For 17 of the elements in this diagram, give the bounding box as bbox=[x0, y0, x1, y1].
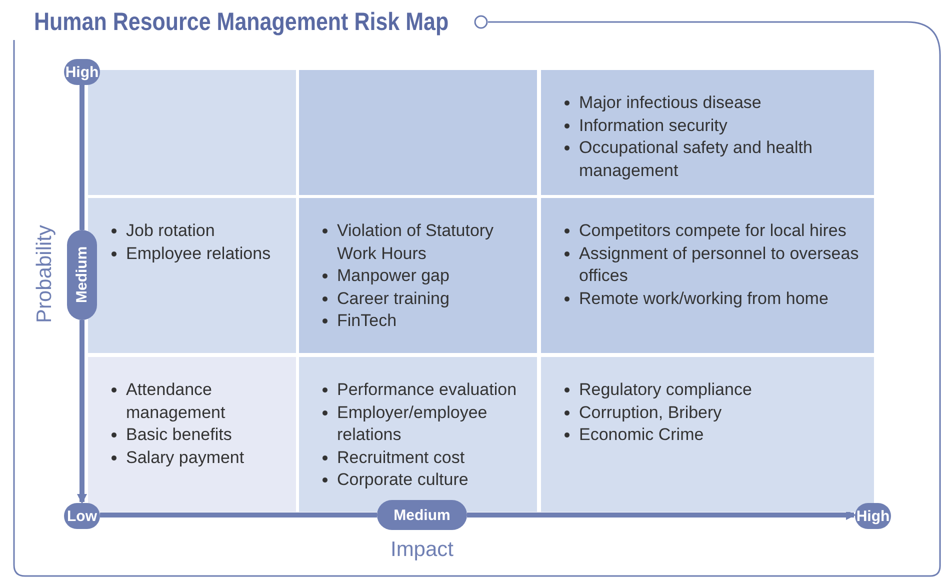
scale-pill: Low bbox=[64, 503, 100, 529]
axis-label: Probability bbox=[33, 224, 57, 326]
risk-cell bbox=[541, 70, 874, 195]
risk-cell bbox=[88, 198, 296, 353]
risk-cell bbox=[541, 198, 874, 353]
axis-arrow bbox=[77, 320, 87, 504]
risk-cell bbox=[299, 70, 537, 195]
scale-pill: High bbox=[855, 503, 891, 529]
axis-arrow bbox=[467, 510, 856, 520]
scale-pill: Medium bbox=[67, 230, 97, 320]
risk-cell bbox=[88, 357, 296, 512]
scale-pill: Medium bbox=[377, 500, 467, 530]
axis-label: Impact bbox=[389, 538, 455, 562]
risk-cell bbox=[299, 198, 537, 353]
diagram-title: Human Resource Management Risk Map bbox=[34, 8, 449, 37]
risk-cell bbox=[541, 357, 874, 512]
scale-pill: High bbox=[64, 59, 100, 85]
